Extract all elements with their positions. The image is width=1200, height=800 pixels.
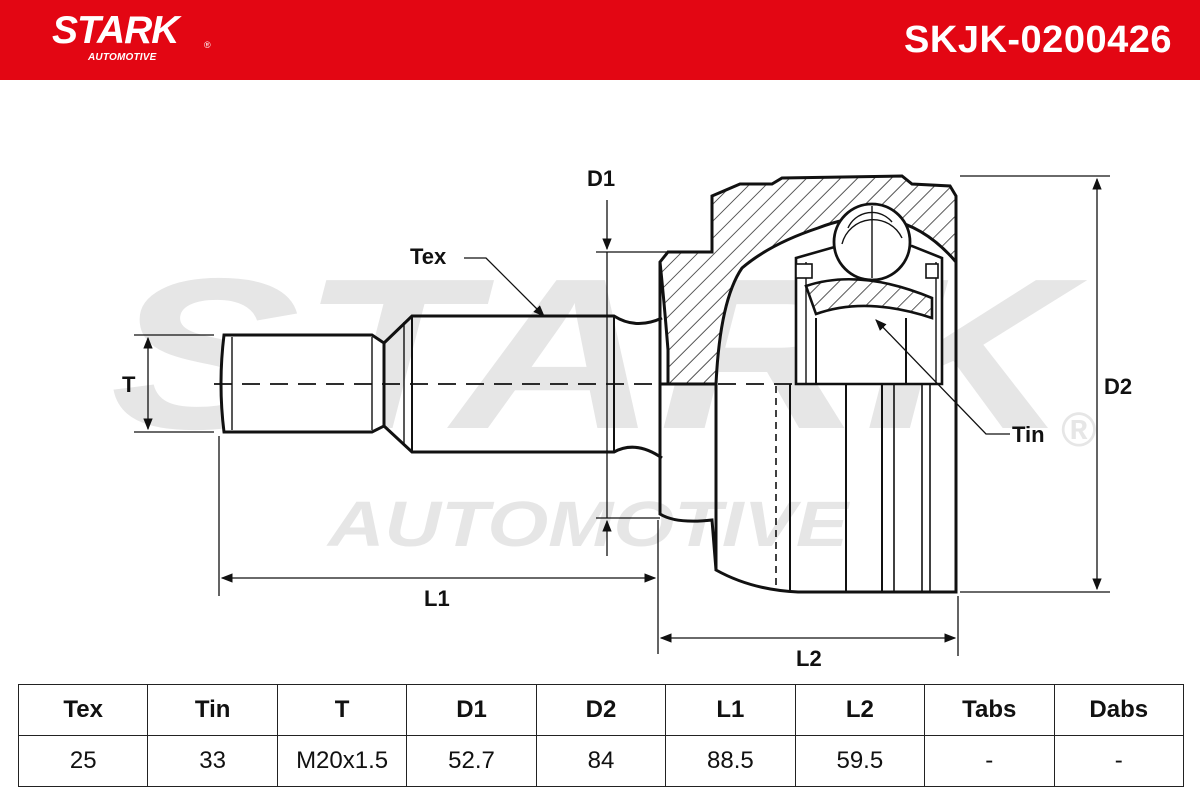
spec-value-tabs: - [924,735,1055,787]
spec-header-t: T [276,684,408,736]
part-number: SKJK-0200426 [904,19,1172,61]
spec-value-tex: 25 [17,735,149,787]
stark-logo: STARK ® AUTOMOTIVE [52,9,211,64]
spec-value-d2: 84 [535,735,667,787]
spec-value-d1: 52.7 [406,735,537,787]
watermark-subtitle: AUTOMOTIVE [326,488,851,560]
spec-header-tex: Tex [17,684,149,736]
spec-value-dabs: - [1053,735,1184,787]
spec-header-tin: Tin [147,684,278,736]
dimension-l1 [218,436,659,654]
label-d2: D2 [1104,374,1132,399]
spec-header-dabs: Dabs [1053,684,1184,736]
leader-tex [464,257,545,317]
watermark-registered-mark: ® [1060,404,1096,457]
label-tex: Tex [410,244,447,269]
spec-value-row: 25 33 M20x1.5 52.7 84 88.5 59.5 - - [17,735,1184,787]
header-bar: STARK ® AUTOMOTIVE SKJK-0200426 [0,0,1200,80]
spec-value-tin: 33 [147,735,278,787]
outer-housing [658,174,958,594]
spec-header-d1: D1 [406,684,537,736]
dimension-t [134,334,214,433]
dimension-d1 [596,200,668,556]
logo-subtitle: AUTOMOTIVE [88,52,157,63]
leader-tin [875,319,1010,435]
label-l1: L1 [424,586,450,611]
spec-header-row: Tex Tin T D1 D2 L1 L2 Tabs Dabs [17,684,1184,736]
cv-joint-drawing: STARK AUTOMOTIVE ® [110,166,1132,671]
spec-header-d2: D2 [535,684,667,736]
spec-header-l2: L2 [794,684,926,736]
label-d1: D1 [587,166,615,191]
logo-registered-mark: ® [204,40,211,50]
spec-value-l2: 59.5 [794,735,926,787]
spec-header-l1: L1 [665,684,796,736]
label-t: T [122,372,136,397]
label-tin: Tin [1012,422,1045,447]
spec-value-l1: 88.5 [665,735,796,787]
inner-race [794,202,944,386]
spec-table: Tex Tin T D1 D2 L1 L2 Tabs Dabs 25 33 M2… [17,684,1184,787]
spec-header-tabs: Tabs [924,684,1055,736]
logo-brand: STARK [52,9,179,52]
label-l2: L2 [796,646,822,671]
dimension-l2 [659,596,959,656]
dimension-d2 [960,175,1110,593]
spec-value-t: M20x1.5 [276,735,408,787]
